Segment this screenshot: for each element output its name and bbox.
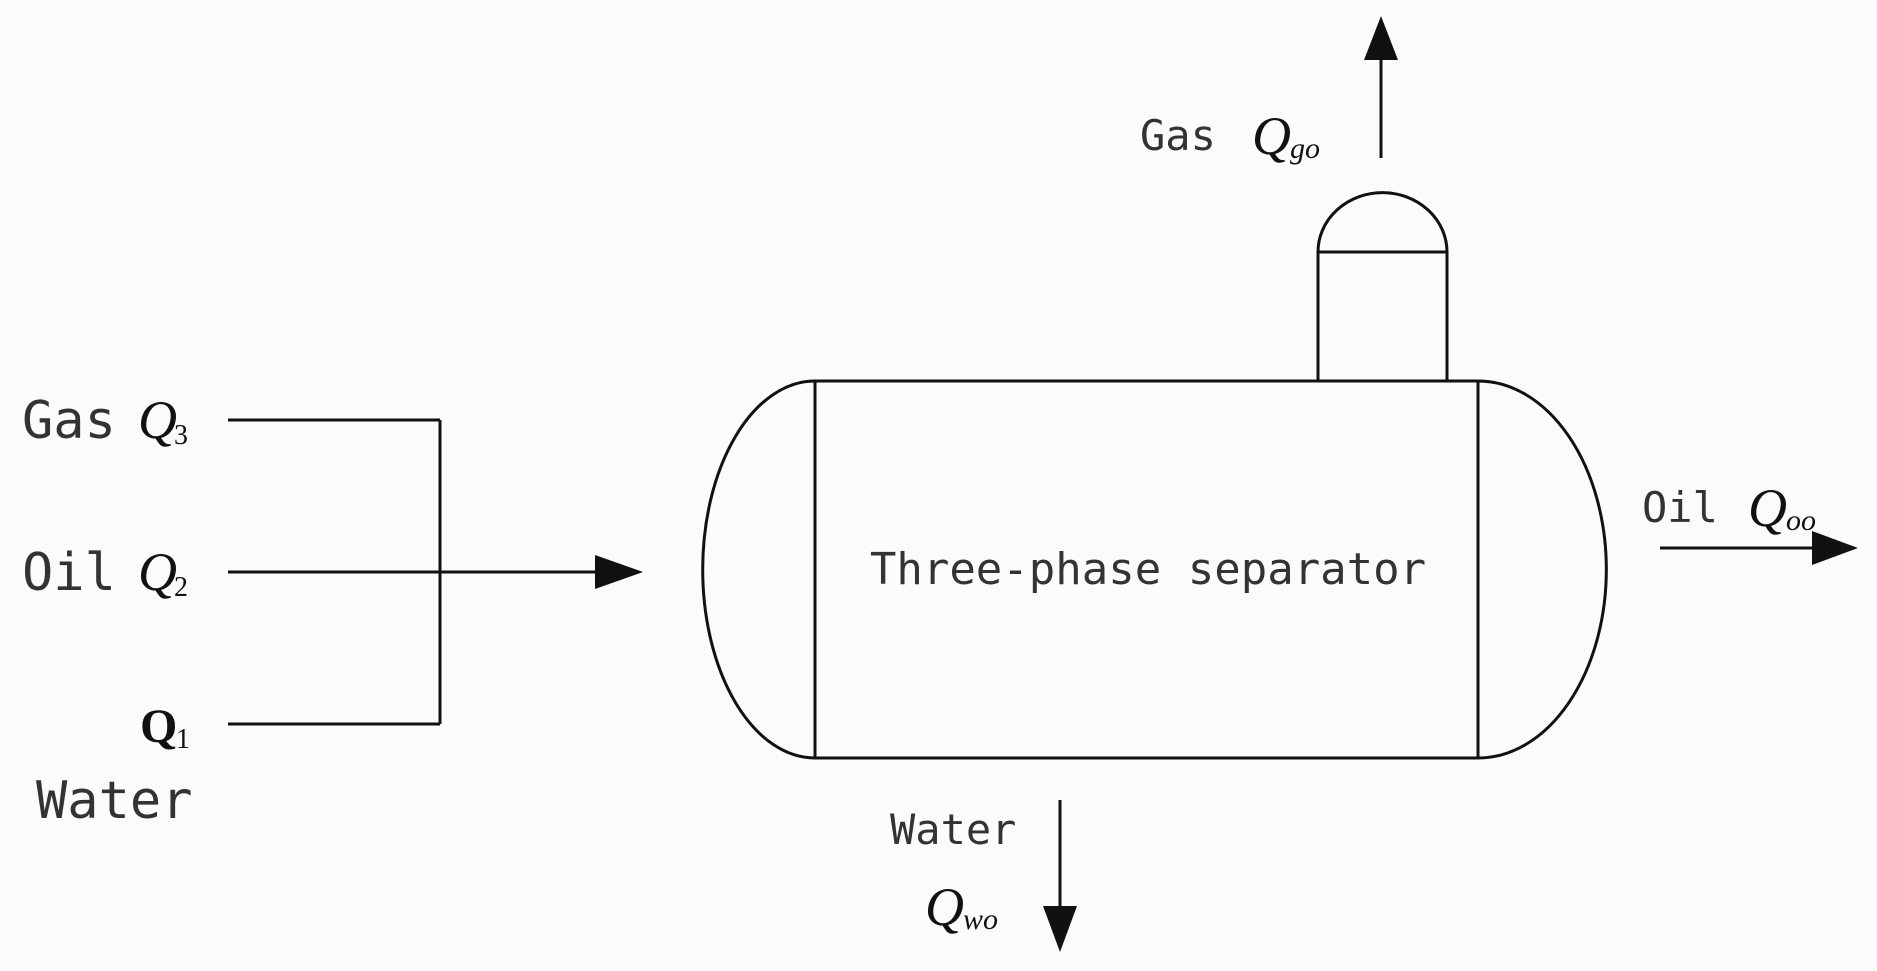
oil-inlet-label: Oil: [22, 543, 116, 603]
water-outlet-q: Q: [925, 877, 964, 937]
oil-outlet-sub: oo: [1786, 504, 1816, 537]
inlet-arrow-head: [595, 555, 643, 589]
water-outlet-label: Water: [890, 805, 1016, 854]
separator-label: Three-phase separator: [870, 544, 1426, 595]
water-inlet-q: Q: [140, 700, 177, 753]
oil-inlet-q: Q: [138, 542, 177, 602]
gas-inlet-label: Gas: [22, 391, 116, 451]
gas-outlet-label: Gas: [1140, 111, 1216, 160]
oil-outlet-arrow-head: [1812, 531, 1858, 565]
water-inlet-label: Water: [36, 771, 193, 831]
water-inlet-sub: 1: [176, 724, 190, 755]
oil-inlet-sub: 2: [174, 572, 188, 603]
gas-inlet-q: Q: [138, 390, 177, 450]
oil-outlet-q: Q: [1748, 478, 1787, 538]
water-outlet-sub: wo: [963, 903, 998, 936]
gas-outlet-arrow-head: [1364, 16, 1398, 60]
gas-outlet-q: Q: [1252, 106, 1291, 166]
oil-outlet-label: Oil: [1642, 483, 1718, 532]
gas-inlet-sub: 3: [174, 420, 188, 451]
gas-outlet-sub: go: [1290, 132, 1320, 165]
water-outlet-arrow-head: [1043, 906, 1077, 952]
gas-dome: [1316, 191, 1449, 381]
